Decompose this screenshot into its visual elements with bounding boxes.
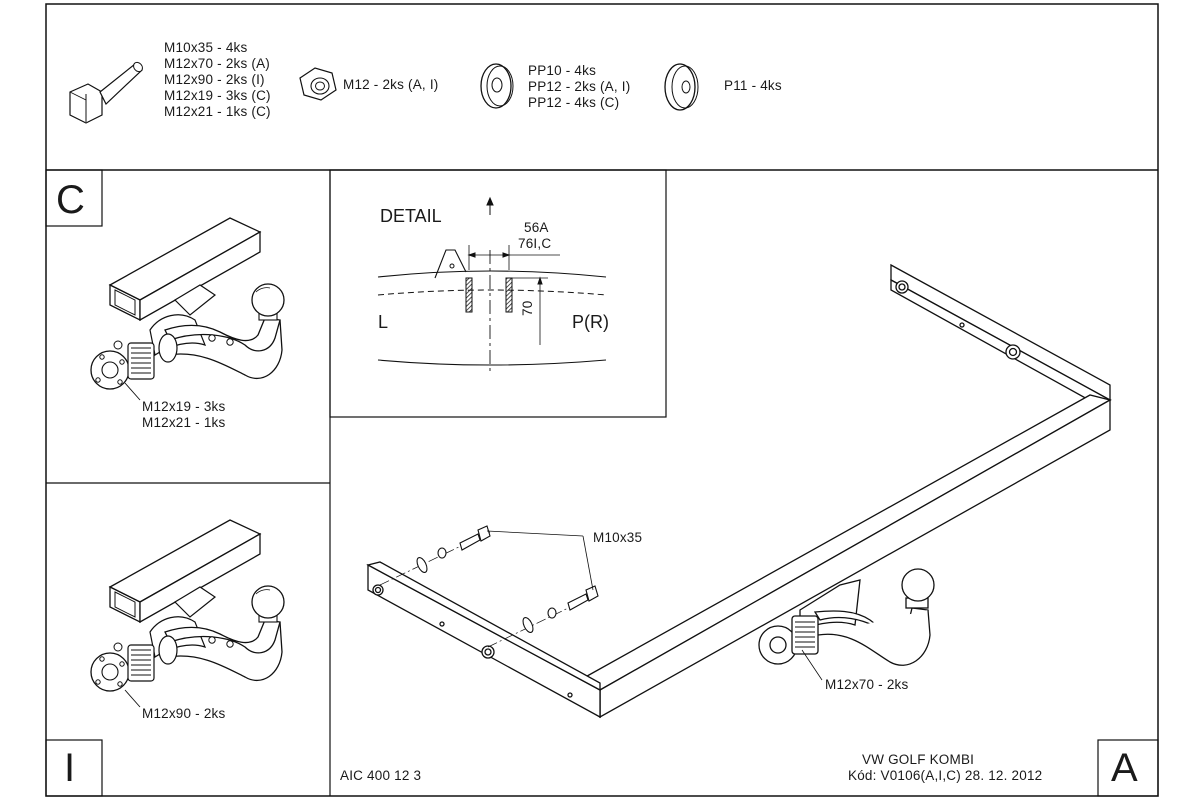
exploded-fasteners bbox=[379, 525, 823, 681]
washer-pp-list: PP10 - 4ks PP12 - 2ks (A, I) PP12 - 4ks … bbox=[528, 63, 630, 111]
variant-i-callout: M12x90 - 2ks bbox=[142, 706, 225, 722]
vehicle-name: VW GOLF KOMBI bbox=[862, 752, 975, 767]
detail-right-label: P(R) bbox=[572, 312, 609, 332]
bolt-line: M10x35 - 4ks bbox=[164, 40, 248, 55]
washer-pp-line: PP12 - 4ks (C) bbox=[528, 95, 620, 110]
bolt-icon bbox=[69, 61, 143, 124]
nut-line: M12 - 2ks (A, I) bbox=[343, 77, 439, 92]
callout-line: M12x21 - 1ks bbox=[142, 415, 226, 430]
washer-p-icon bbox=[664, 63, 699, 111]
washer-pp-line: PP10 - 4ks bbox=[528, 63, 597, 78]
detail-box bbox=[329, 169, 667, 418]
bolt-line: M12x19 - 3ks (C) bbox=[164, 88, 271, 103]
nut-list: M12 - 2ks (A, I) bbox=[343, 77, 438, 93]
variant-c-letter: C bbox=[56, 178, 85, 222]
callout-line: M12x19 - 3ks bbox=[142, 399, 226, 414]
detail-drawing bbox=[377, 196, 607, 372]
nut-icon bbox=[299, 67, 337, 101]
washer-p-list: P11 - 4ks bbox=[724, 78, 782, 94]
bolt-line: M12x90 - 2ks (I) bbox=[164, 72, 265, 87]
bolt-line: M12x21 - 1ks (C) bbox=[164, 104, 271, 119]
washer-pp-icon bbox=[480, 63, 514, 109]
callout-line: M12x90 - 2ks bbox=[142, 706, 226, 721]
variant-c-callout: M12x19 - 3ks M12x21 - 1ks bbox=[142, 399, 225, 431]
variant-i-box bbox=[45, 739, 103, 797]
variant-a-assembly bbox=[366, 263, 1112, 719]
drawing-code: AIC 400 12 3 bbox=[340, 768, 422, 783]
detail-dim-top-1: 56A bbox=[524, 220, 549, 235]
bolt-list: M10x35 - 4ks M12x70 - 2ks (A) M12x90 - 2… bbox=[164, 40, 271, 120]
kod-line: Kód: V0106(A,I,C) 28. 12. 2012 bbox=[848, 768, 1043, 783]
detail-dim-top-2: 76I,C bbox=[518, 236, 552, 251]
outer-frame bbox=[45, 3, 1159, 797]
detail-title: DETAIL bbox=[380, 206, 442, 226]
variant-c-box bbox=[45, 169, 103, 227]
variant-i-letter: I bbox=[64, 746, 76, 790]
variant-a-box bbox=[1097, 739, 1159, 797]
washer-p-line: P11 - 4ks bbox=[724, 78, 782, 93]
washer-pp-line: PP12 - 2ks (A, I) bbox=[528, 79, 631, 94]
variant-a-letter: A bbox=[1111, 746, 1138, 790]
variant-a-callout: M12x70 - 2ks bbox=[825, 677, 908, 693]
detail-left-label: L bbox=[378, 312, 389, 332]
callout-line: M12x70 - 2ks bbox=[825, 677, 909, 692]
bolt-callout: M10x35 bbox=[593, 530, 643, 545]
bolt-line: M12x70 - 2ks (A) bbox=[164, 56, 270, 71]
variant-i-assembly bbox=[90, 519, 285, 708]
variant-c-assembly bbox=[90, 217, 285, 401]
detail-dim-side: 70 bbox=[520, 300, 535, 316]
